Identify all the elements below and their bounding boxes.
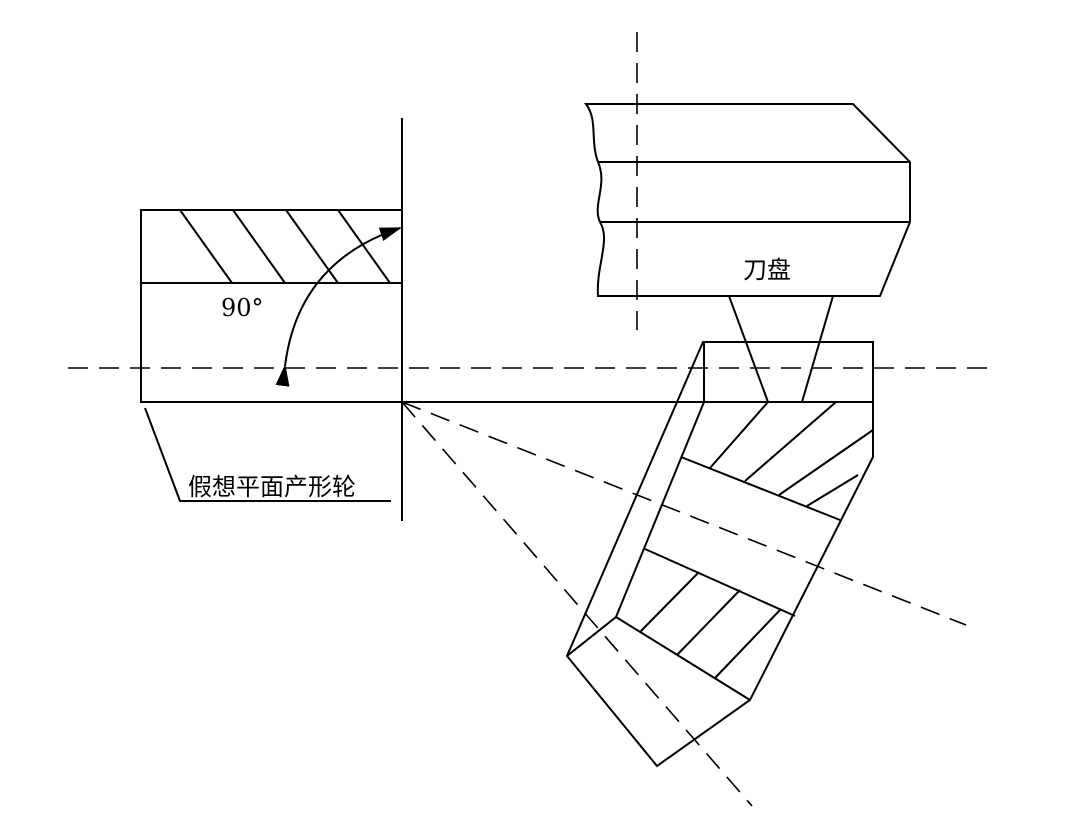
cutter-head: 刀盘: [584, 103, 911, 403]
tooth-band-middle: [644, 548, 796, 617]
pitch-cone-line: [401, 401, 753, 807]
center-lines: [68, 32, 994, 807]
generating-gear-label: 假想平面产形轮: [188, 473, 356, 501]
bevel-gear-outline: [565, 341, 874, 768]
bevel-gear-back-line: [566, 616, 617, 657]
generating-gear-body: [140, 209, 403, 403]
bevel-gear: [565, 341, 874, 768]
cutter-blade-right: [801, 295, 834, 403]
tooth-band-top: [680, 456, 841, 521]
generating-gear: 90° 假想平面产形轮: [140, 118, 873, 521]
bevel-gear-inner-edge: [615, 401, 705, 618]
cutter-head-body: [584, 103, 911, 297]
cutter-head-label: 刀盘: [743, 256, 791, 284]
bevel-gear-hatch: [639, 401, 874, 679]
cutter-blade: [728, 295, 769, 403]
bevel-gear-inner-base: [615, 616, 751, 701]
generating-gear-leader: [144, 407, 391, 502]
angle-label: 90°: [221, 294, 264, 322]
angle-arc-arrow: [275, 227, 402, 387]
gear-axis-line: [401, 401, 967, 626]
